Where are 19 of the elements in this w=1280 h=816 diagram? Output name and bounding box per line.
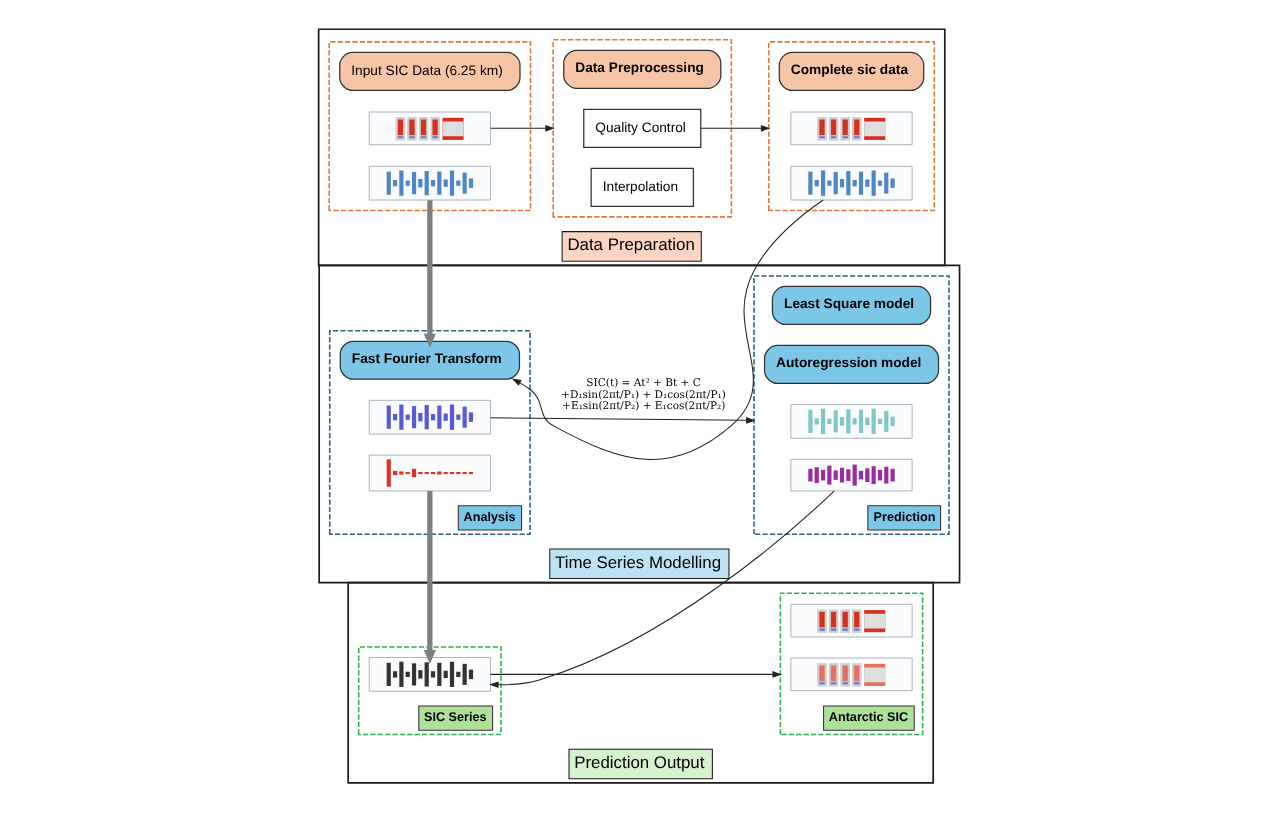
arrow <box>489 417 755 424</box>
node-picture <box>789 657 912 692</box>
node-picture <box>367 111 490 146</box>
node-picture <box>789 603 912 638</box>
arrow <box>489 125 554 132</box>
cluster <box>327 41 531 212</box>
arrow <box>422 491 435 665</box>
cluster <box>766 41 935 212</box>
node-picture <box>367 399 490 435</box>
node-picture <box>789 458 912 492</box>
arrow <box>699 125 770 132</box>
node-picture <box>789 111 912 146</box>
arrow <box>489 671 781 678</box>
node-picture <box>367 165 490 201</box>
arrow <box>510 199 823 460</box>
cluster <box>551 39 732 218</box>
node-picture <box>367 454 490 492</box>
node-picture <box>789 165 912 201</box>
arrow <box>422 200 435 348</box>
